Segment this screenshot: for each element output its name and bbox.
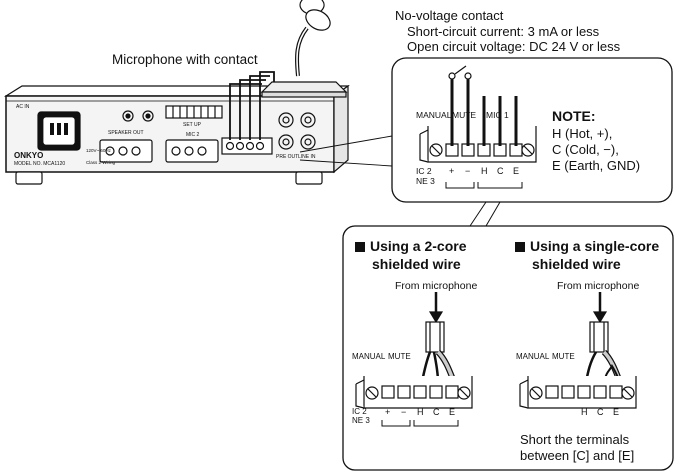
two-core-manual: MANUAL <box>352 352 386 361</box>
spec-open-circuit: Open circuit voltage: DC 24 V or less <box>407 39 621 54</box>
terminal-ne: NE 3 <box>416 176 435 186</box>
spec-short-circuit: Short-circuit current: 3 mA or less <box>407 24 600 39</box>
spec-title: No-voltage contact <box>395 8 504 23</box>
single-core-from-mic: From microphone <box>557 280 640 292</box>
two-core-h: H <box>417 407 424 417</box>
arrow-down-icon <box>428 311 444 324</box>
two-core-heading-line2: shielded wire <box>372 256 461 272</box>
single-core-heading-line2: shielded wire <box>532 256 621 272</box>
note-earth: E (Earth, GND) <box>552 158 641 173</box>
two-core-c: C <box>433 407 440 417</box>
two-core-minus: − <box>401 407 407 417</box>
device-brand: ONKYO <box>14 151 44 160</box>
single-core-h: H <box>581 407 588 417</box>
device-model: MODEL NO. MCA1120 <box>14 161 66 167</box>
device-mic-2: MIC 2 <box>186 132 200 138</box>
device-speaker-out: SPEAKER OUT <box>108 130 144 136</box>
two-core-ic: IC 2 <box>352 407 367 416</box>
single-core-diagram <box>519 292 637 409</box>
wiring-options-panel <box>342 225 674 471</box>
amplifier-rear-panel <box>3 84 350 185</box>
contact-switch-icon <box>448 65 472 80</box>
callout-line <box>299 159 393 167</box>
device-set-up: SET UP <box>183 122 201 128</box>
mic-contact-label: Microphone with contact <box>112 52 258 67</box>
device-class-2: Class 2 Wiring <box>86 160 116 165</box>
arrow-down-icon <box>592 311 608 324</box>
note-title: NOTE: <box>552 108 596 124</box>
single-core-heading: Using a single-core <box>515 238 659 254</box>
note-cold: C (Cold, −), <box>552 142 619 157</box>
two-core-from-mic: From microphone <box>395 280 478 292</box>
bullet-square-icon <box>515 242 525 252</box>
microphone-icon <box>260 0 348 98</box>
short-terminals-line2: between [C] and [E] <box>520 448 635 463</box>
bullet-square-icon <box>355 242 365 252</box>
two-core-ne: NE 3 <box>352 416 370 425</box>
contact-wires <box>450 78 518 146</box>
microphone-wires <box>229 71 275 140</box>
single-core-c: C <box>597 407 604 417</box>
note-hot: H (Hot, +), <box>552 126 613 141</box>
single-core-e: E <box>613 407 620 417</box>
terminal-zoom-panel <box>391 57 673 203</box>
device-ac-in: AC IN <box>16 104 30 110</box>
two-core-e: E <box>449 407 456 417</box>
two-core-diagram <box>355 292 473 427</box>
callout-line <box>469 201 501 227</box>
terminal-e: E <box>513 166 520 176</box>
terminal-h: H <box>481 166 488 176</box>
terminal-minus: − <box>465 166 471 176</box>
two-core-heading: Using a 2-core <box>355 238 466 254</box>
device-line-in: LINE IN <box>298 154 316 160</box>
single-core-mute: MUTE <box>552 352 575 361</box>
device-rating: 120V~ 60Hz <box>86 148 111 153</box>
two-core-plus: + <box>385 407 391 417</box>
two-core-mute: MUTE <box>388 352 411 361</box>
terminal-c: C <box>497 166 504 176</box>
terminal-mic: MIC 1 <box>486 110 509 120</box>
device-pre-out: PRE OUT <box>276 154 299 160</box>
callout-line <box>299 135 393 153</box>
single-core-manual: MANUAL <box>516 352 550 361</box>
terminal-plus: + <box>449 166 455 176</box>
terminal-mute: MUTE <box>452 110 477 120</box>
short-terminals-line1: Short the terminals <box>520 432 630 447</box>
terminal-manual: MANUAL <box>416 110 452 120</box>
power-inlet-icon <box>37 111 81 151</box>
terminal-ic: IC 2 <box>416 166 432 176</box>
